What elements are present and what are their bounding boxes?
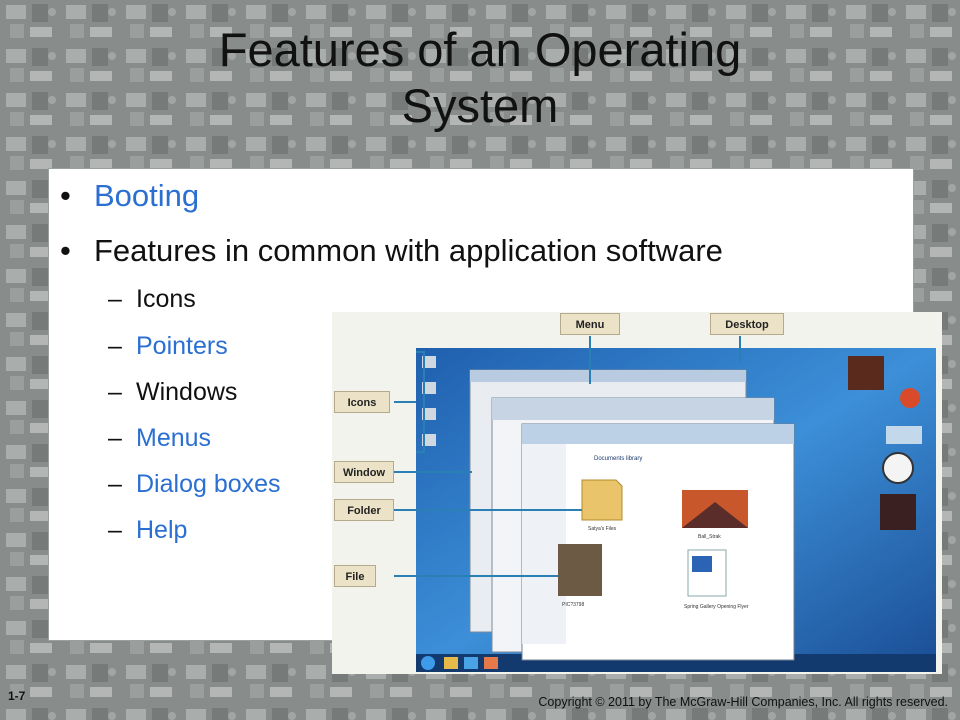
browser-titlebar [470, 370, 746, 382]
cpu-gadget [880, 494, 916, 530]
taskbar-browser-icon [464, 657, 478, 669]
start-button-icon [421, 656, 435, 670]
copyright-notice: Copyright © 2011 by The McGraw-Hill Comp… [538, 695, 948, 709]
dash: – [108, 285, 122, 313]
callout-file: File [334, 565, 376, 587]
network-icon [422, 408, 436, 420]
taskbar-media-icon [484, 657, 498, 669]
callout-window: Window [334, 461, 394, 483]
subitem-link-help[interactable]: Help [136, 516, 188, 544]
control-panel-icon [422, 434, 436, 446]
dash: – [108, 378, 122, 406]
desktop-illustration: Documents library Satya's Files Ball_Str… [394, 336, 936, 672]
slideshow-gadget [848, 356, 884, 390]
dash: – [108, 470, 122, 498]
subitem-text: Icons [136, 285, 196, 313]
ribbon-menu [492, 398, 774, 420]
callout-folder: Folder [334, 499, 394, 521]
dash: – [108, 516, 122, 544]
photo-caption: Ball_Strak [698, 534, 721, 540]
bullet-link-booting[interactable]: Booting [94, 178, 200, 213]
slide-title: Features of an Operating System [60, 22, 900, 134]
dash: – [108, 332, 122, 360]
recycle-bin-icon [422, 356, 436, 368]
folder-caption: Satya's Files [588, 526, 617, 532]
file-caption: PIC?3798 [562, 602, 584, 608]
title-line-2: System [401, 79, 559, 132]
icons-bracket [416, 351, 425, 453]
callout-desktop: Desktop [710, 313, 784, 335]
os-screenshot-figure: Documents library Satya's Files Ball_Str… [332, 312, 942, 674]
mountain-shape [682, 502, 748, 528]
word-logo-icon [692, 556, 712, 572]
subitem-text: Windows [136, 378, 238, 406]
bullet-text: Features in common with application soft… [94, 233, 723, 268]
callout-icons: Icons [334, 391, 390, 413]
dash: – [108, 424, 122, 452]
file-thumbnail[interactable] [558, 544, 602, 596]
subitem-link-menus[interactable]: Menus [136, 424, 212, 452]
clock-gadget [882, 452, 914, 484]
explorer-titlebar [522, 424, 794, 444]
library-title: Documents library [594, 456, 642, 462]
weather-gadget [886, 426, 922, 444]
callout-menu: Menu [560, 313, 620, 335]
taskbar-folder-icon [444, 657, 458, 669]
subitem-link-dialog-boxes[interactable]: Dialog boxes [136, 470, 281, 498]
document-caption: Spring Gallery Opening Flyer [684, 604, 749, 610]
subitem-link-pointers[interactable]: Pointers [136, 332, 228, 360]
title-line-1: Features of an Operating [218, 23, 742, 76]
slide-number: 1-7 [8, 689, 26, 703]
weather-gadget-icon [900, 388, 920, 408]
callout-lines [394, 336, 741, 577]
folder-icon[interactable] [581, 479, 623, 521]
bullet-dot: • [60, 233, 71, 268]
computer-icon [422, 382, 436, 394]
bullet-dot: • [60, 178, 71, 213]
